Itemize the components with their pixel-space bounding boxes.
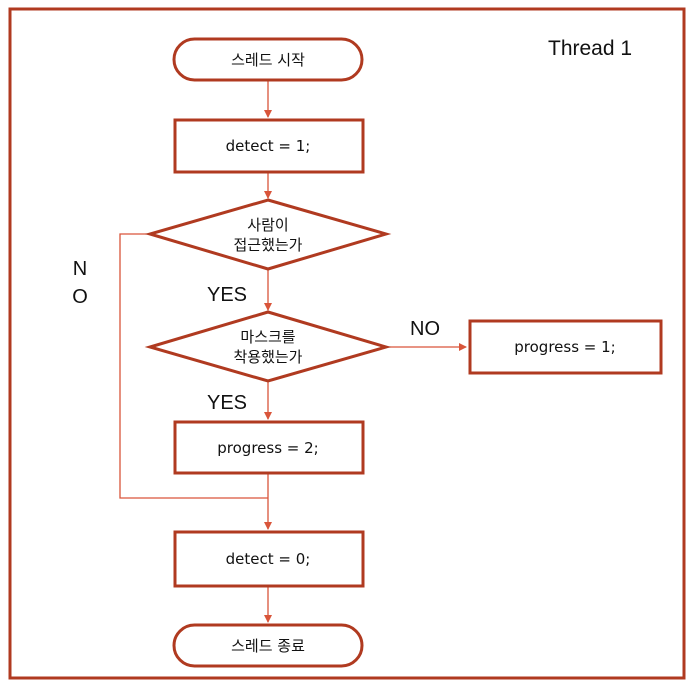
label-approach-no-n: N bbox=[73, 258, 87, 280]
process-detect-1-label: detect = 1; bbox=[226, 137, 311, 155]
process-detect-1: detect = 1; bbox=[173, 118, 365, 174]
start-terminal: 스레드 시작 bbox=[172, 37, 364, 82]
label-mask-yes: YES bbox=[207, 392, 247, 414]
end-terminal-label: 스레드 종료 bbox=[231, 637, 305, 655]
start-terminal-label: 스레드 시작 bbox=[231, 51, 305, 69]
process-progress-1-label: progress = 1; bbox=[514, 338, 615, 356]
label-mask-no: NO bbox=[410, 318, 440, 340]
process-progress-2-label: progress = 2; bbox=[217, 439, 318, 457]
diagram-title: Thread 1 bbox=[548, 37, 632, 60]
decision-person-approached: 사람이 접근했는가 bbox=[144, 198, 392, 271]
decision-person-approached-line1: 사람이 bbox=[247, 216, 288, 234]
label-approach-no-o: O bbox=[72, 286, 88, 308]
process-progress-2: progress = 2; bbox=[173, 420, 365, 475]
decision-mask-worn-line2: 착용했는가 bbox=[233, 348, 302, 366]
decision-mask-worn-line1: 마스크를 bbox=[240, 328, 295, 346]
diagram-frame bbox=[8, 7, 686, 680]
process-detect-0: detect = 0; bbox=[173, 530, 365, 588]
process-detect-0-label: detect = 0; bbox=[226, 550, 311, 568]
decision-person-approached-line2: 접근했는가 bbox=[233, 236, 302, 254]
end-terminal: 스레드 종료 bbox=[172, 623, 364, 668]
edge-approach-no-loop bbox=[119, 233, 268, 499]
process-progress-1: progress = 1; bbox=[468, 319, 663, 375]
label-approach-yes: YES bbox=[207, 284, 247, 306]
decision-mask-worn: 마스크를 착용했는가 bbox=[144, 310, 392, 383]
edges bbox=[119, 80, 467, 623]
